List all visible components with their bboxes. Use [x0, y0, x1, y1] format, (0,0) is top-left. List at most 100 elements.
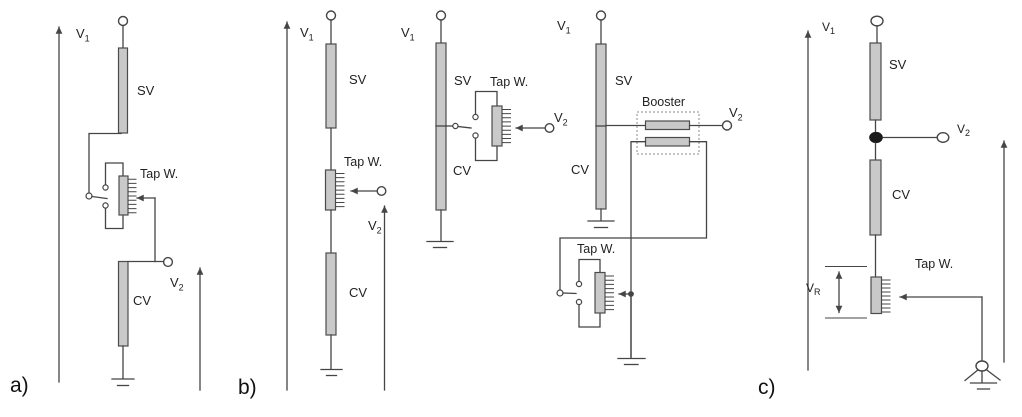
- v2-label: V2: [554, 110, 568, 128]
- ground-symbol: [426, 209, 454, 249]
- panel-b-variant-1: b) V1 SV Tap W. V2 CV: [238, 10, 388, 399]
- booster-primary-winding: [644, 120, 691, 131]
- cv-label: CV: [349, 285, 367, 300]
- sv-label: SV: [615, 73, 633, 88]
- v2-terminal-circle: [721, 120, 733, 131]
- tap-winding-label: Tap W.: [140, 167, 178, 181]
- v1-label: V1: [76, 26, 90, 44]
- vr-base: V: [806, 281, 814, 295]
- v1-label: V1: [300, 25, 314, 43]
- v1-base: V: [822, 20, 830, 34]
- selector-bracket-upper: [104, 162, 124, 186]
- cv-label: CV: [571, 162, 589, 177]
- vr-subscript: R: [814, 287, 821, 297]
- tap-winding-comb: [118, 175, 129, 216]
- selector-common-contact: [85, 192, 93, 200]
- v1-base: V: [557, 18, 566, 33]
- v2-subscript: 2: [179, 283, 184, 293]
- v1-base: V: [76, 26, 85, 41]
- input-terminal-circle: [325, 10, 337, 21]
- vr-label: VR: [806, 281, 821, 297]
- booster-dashed-box: [636, 111, 700, 155]
- v2-subscript: 2: [965, 128, 970, 138]
- selector-bracket-upper: [578, 258, 601, 283]
- input-terminal-circle: [117, 15, 129, 27]
- selector-common-contact: [556, 289, 564, 297]
- v2-base: V: [957, 122, 965, 136]
- selector-contact-upper: [575, 280, 583, 288]
- v1-subscript: 1: [830, 26, 835, 36]
- v2-label: V2: [957, 122, 970, 138]
- selector-contact-upper: [472, 113, 479, 121]
- tap-winding-label: Tap W.: [577, 242, 615, 256]
- v1-label: V1: [557, 18, 571, 36]
- panel-c-label: c): [758, 376, 776, 399]
- tap-winding-comb: [324, 169, 337, 211]
- v2-terminal-circle: [376, 185, 387, 196]
- ground-symbol: [111, 345, 135, 387]
- common-winding: [325, 252, 337, 336]
- selector-contact-lower: [575, 298, 583, 306]
- input-terminal-circle: [870, 15, 884, 27]
- v2-base: V: [729, 105, 738, 120]
- common-winding: [869, 159, 882, 236]
- tap-winding-teeth: [502, 109, 511, 144]
- tap-winding-comb: [594, 271, 606, 314]
- selector-bracket-lower: [104, 207, 124, 230]
- tap-winding-label: Tap W.: [344, 155, 382, 169]
- ground-symbol: [617, 296, 646, 366]
- selector-arm: [457, 125, 472, 129]
- input-terminal-circle: [435, 10, 447, 21]
- booster-secondary-right-wire: [559, 141, 708, 291]
- series-winding: [325, 43, 337, 129]
- booster-secondary-winding: [644, 136, 691, 147]
- panel-b-variant-3: V1 SV CV Booster V2 Tap W.: [556, 10, 743, 366]
- v1-base: V: [401, 25, 410, 40]
- v2-label: V2: [729, 105, 743, 123]
- selector-contact-upper: [102, 184, 109, 191]
- v2-subscript: 2: [377, 226, 382, 236]
- v1-subscript: 1: [410, 33, 415, 43]
- panel-b-label: b): [238, 376, 257, 399]
- v2-terminal-circle: [162, 256, 174, 268]
- v2-subscript: 2: [563, 118, 568, 128]
- v1-label: V1: [822, 20, 835, 36]
- selector-arm: [91, 195, 108, 200]
- vr-dimension: VR: [806, 265, 867, 319]
- v1-subscript: 1: [309, 33, 314, 43]
- tap-winding-comb: [870, 276, 883, 315]
- tap-winding-label: Tap W.: [915, 257, 953, 271]
- tap-winding-label: Tap W.: [490, 75, 528, 89]
- booster-label: Booster: [642, 95, 685, 109]
- sv-label: SV: [349, 72, 367, 87]
- sv-label: SV: [889, 57, 907, 72]
- cv-ground-symbol: [587, 208, 615, 229]
- v2-base: V: [170, 275, 179, 290]
- cv-label: CV: [892, 187, 910, 202]
- ground-symbol: [320, 334, 343, 377]
- input-terminal-circle: [595, 10, 607, 21]
- v1-subscript: 1: [85, 34, 90, 44]
- selector-bracket-lower: [578, 303, 601, 328]
- selector-bracket-lower: [474, 137, 498, 162]
- v2-subscript: 2: [738, 113, 743, 123]
- tap-node-dot: [869, 131, 883, 144]
- v2-terminal-circle: [936, 131, 950, 143]
- v2-label: V2: [170, 275, 184, 293]
- v2-label: V2: [368, 218, 382, 236]
- cv-label: CV: [133, 293, 151, 308]
- tap-winding-teeth: [335, 173, 345, 208]
- sv-label: SV: [454, 73, 472, 88]
- tap-winding-teeth: [128, 178, 137, 214]
- v2-base: V: [368, 218, 377, 233]
- selector-contact-lower: [472, 132, 479, 139]
- series-winding: [869, 42, 882, 121]
- panel-b-variant-2: V1 SV CV Tap W. V2: [401, 10, 568, 249]
- contact-leg-right: [985, 368, 1001, 381]
- v1-subscript: 1: [566, 26, 571, 36]
- panel-c: V1 SV V2 CV Tap W. VR: [758, 15, 1008, 399]
- cv-label: CV: [453, 163, 471, 178]
- wire-elbow: [88, 132, 122, 194]
